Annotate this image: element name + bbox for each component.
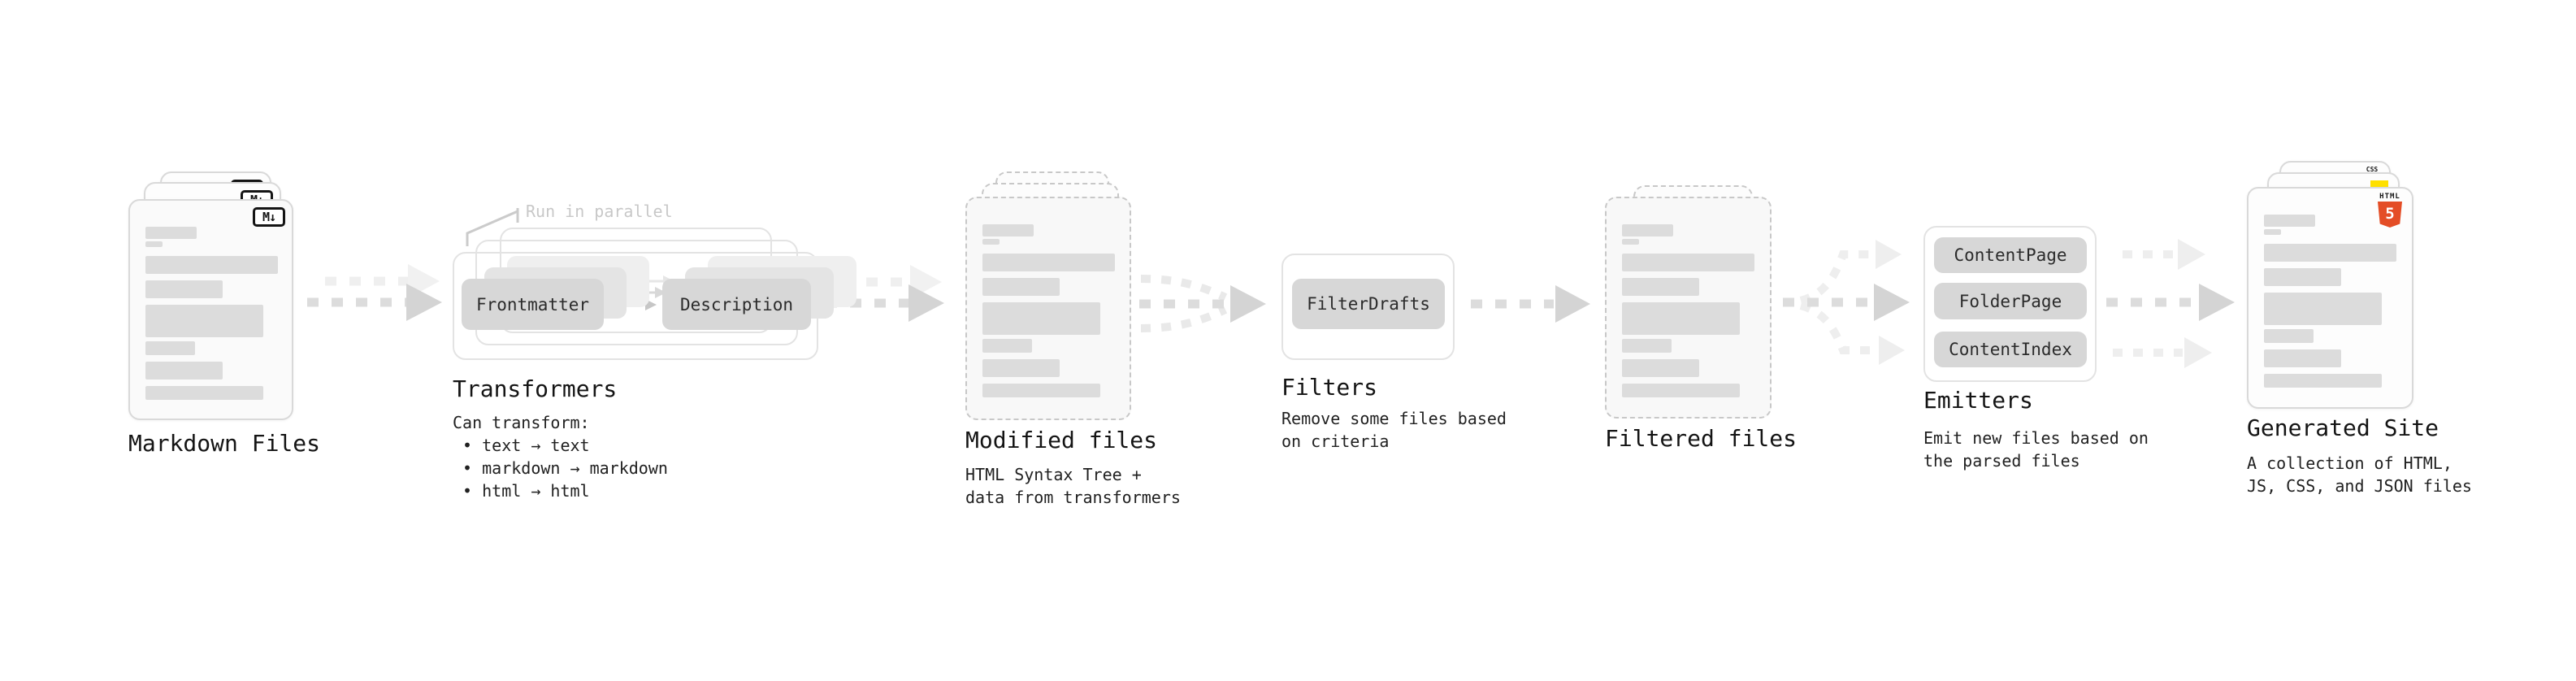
text-line-placeholder xyxy=(982,359,1060,377)
markdown-file-card: M↓ xyxy=(128,199,293,420)
emitters-label: Emitters xyxy=(1923,387,2033,414)
text-line-placeholder xyxy=(2264,374,2382,388)
text-line-placeholder xyxy=(145,241,163,247)
transformers-caption: Can transform: • text → text • markdown … xyxy=(453,413,668,501)
arrow-emitters-to-site xyxy=(2106,239,2235,368)
text-line-placeholder xyxy=(982,339,1032,353)
file-content-lines xyxy=(967,198,1130,419)
markdown-files-label: Markdown Files xyxy=(128,430,321,457)
filtered-files-label: Filtered files xyxy=(1605,425,1798,452)
text-line-placeholder xyxy=(145,305,263,337)
css-icon-word: CSS xyxy=(2366,166,2379,173)
text-line-placeholder xyxy=(2264,229,2281,235)
filters-caption: Remove some files based on criteria xyxy=(1281,409,1507,451)
text-line-placeholder xyxy=(145,280,223,298)
folderpage-pill: FolderPage xyxy=(1934,283,2087,319)
text-line-placeholder xyxy=(982,254,1115,271)
text-line-placeholder xyxy=(982,278,1060,296)
text-line-placeholder xyxy=(1622,302,1740,335)
run-in-parallel-note: Run in parallel xyxy=(526,202,673,221)
description-pill: Description xyxy=(662,279,811,330)
filtered-file-card xyxy=(1605,197,1772,419)
filters-label: Filters xyxy=(1281,374,1378,401)
arrow-filtered-to-emitters xyxy=(1783,240,1910,365)
text-line-placeholder xyxy=(145,341,195,355)
html5-icon-word: HTML xyxy=(2379,193,2400,201)
text-line-placeholder xyxy=(2264,349,2341,367)
contentindex-pill: ContentIndex xyxy=(1934,332,2087,367)
text-line-placeholder xyxy=(145,386,263,400)
file-content-lines xyxy=(130,201,292,419)
generated-site-caption: A collection of HTML, JS, CSS, and JSON … xyxy=(2247,453,2472,496)
filterdrafts-pill: FilterDrafts xyxy=(1292,279,1445,329)
text-line-placeholder xyxy=(982,302,1100,335)
modified-files-caption: HTML Syntax Tree + data from transformer… xyxy=(965,465,1181,507)
callout-line xyxy=(466,210,518,246)
text-line-placeholder xyxy=(2264,293,2382,325)
text-line-placeholder xyxy=(982,239,1000,245)
html5-icon-shield: 5 xyxy=(2378,202,2402,228)
emitters-caption: Emit new files based on the parsed files xyxy=(1923,428,2149,471)
text-line-placeholder xyxy=(982,224,1034,236)
text-line-placeholder xyxy=(2264,215,2315,227)
arrow-markdown-to-transformers xyxy=(307,264,442,321)
text-line-placeholder xyxy=(145,256,278,274)
text-line-placeholder xyxy=(2264,244,2396,262)
text-line-placeholder xyxy=(1622,224,1673,236)
arrow-modified-to-filters xyxy=(1139,275,1266,332)
html5-icon: HTML 5 xyxy=(2375,193,2405,228)
text-line-placeholder xyxy=(145,227,197,239)
modified-files-label: Modified files xyxy=(965,427,1158,453)
text-line-placeholder xyxy=(1622,384,1740,397)
file-content-lines xyxy=(2249,189,2412,407)
file-content-lines xyxy=(1607,198,1770,417)
text-line-placeholder xyxy=(1622,339,1672,353)
text-line-placeholder xyxy=(2264,329,2314,343)
arrow-filters-to-filtered xyxy=(1471,285,1590,323)
text-line-placeholder xyxy=(2264,268,2341,286)
text-line-placeholder xyxy=(1622,359,1699,377)
html-file-card: HTML 5 xyxy=(2247,187,2413,409)
text-line-placeholder xyxy=(1622,254,1754,271)
contentpage-pill: ContentPage xyxy=(1934,237,2087,273)
text-line-placeholder xyxy=(982,384,1100,397)
text-line-placeholder xyxy=(1622,239,1639,245)
filters-panel xyxy=(1281,254,1455,360)
generated-site-label: Generated Site xyxy=(2247,414,2439,441)
emitters-panel xyxy=(1923,226,2097,382)
transformers-label: Transformers xyxy=(453,375,618,402)
text-line-placeholder xyxy=(145,362,223,380)
text-line-placeholder xyxy=(1622,278,1699,296)
modified-file-card xyxy=(965,197,1131,420)
markdown-icon: M↓ xyxy=(253,207,285,227)
frontmatter-pill: Frontmatter xyxy=(462,279,604,330)
